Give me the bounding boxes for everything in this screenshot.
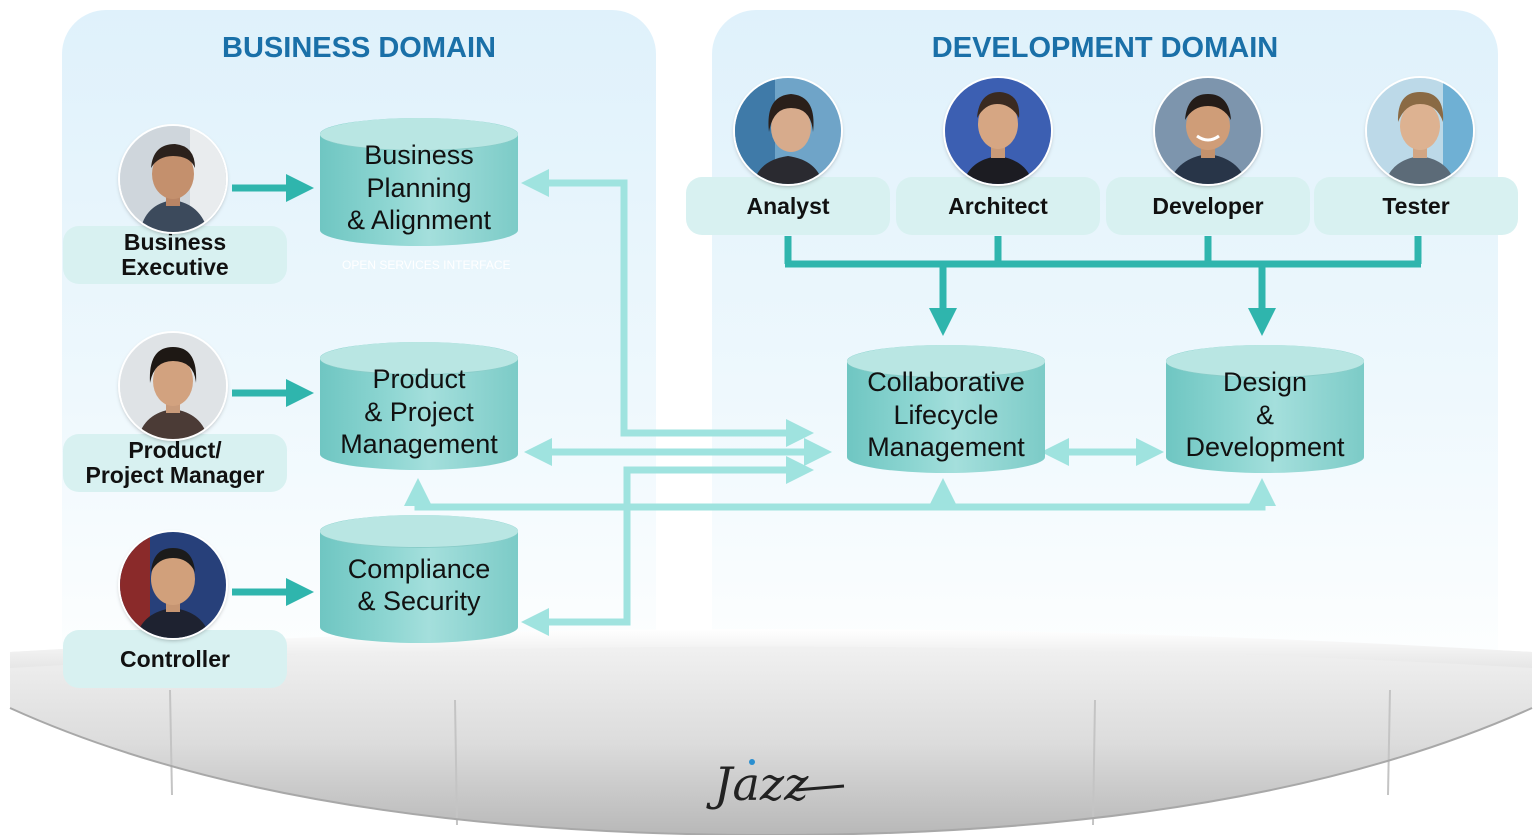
role-label-tester: Tester bbox=[1314, 177, 1518, 235]
business-domain-title: BUSINESS DOMAIN bbox=[222, 32, 496, 64]
role-label-developer: Developer bbox=[1106, 177, 1310, 235]
product-manager-avatar bbox=[120, 333, 226, 439]
development-domain-title: DEVELOPMENT DOMAIN bbox=[931, 32, 1279, 64]
architect-avatar bbox=[945, 78, 1051, 184]
svg-text:Jazz: Jazz bbox=[706, 757, 809, 811]
repo-design-development: Design&Development bbox=[1166, 345, 1364, 473]
role-label-analyst: Analyst bbox=[686, 177, 890, 235]
open-services-connectors bbox=[404, 169, 1276, 636]
jazz-logo-dot-icon bbox=[749, 759, 755, 765]
analyst-avatar bbox=[735, 78, 841, 184]
jazz-logo: Jazz bbox=[706, 757, 845, 811]
tester-avatar bbox=[1367, 78, 1473, 184]
open-services-interface-label: OPEN SERVICES INTERFACE bbox=[342, 258, 511, 272]
repo-compliance-security: Compliance& Security bbox=[320, 515, 518, 643]
controller-avatar bbox=[120, 532, 226, 638]
role-label-architect: Architect bbox=[896, 177, 1100, 235]
role-label-controller: Controller bbox=[63, 630, 287, 688]
development-roles-bus bbox=[784, 236, 1422, 336]
business-executive-avatar bbox=[120, 126, 226, 232]
role-label-product-project-manager: Product/Project Manager bbox=[63, 434, 287, 492]
developer-avatar bbox=[1155, 78, 1261, 184]
